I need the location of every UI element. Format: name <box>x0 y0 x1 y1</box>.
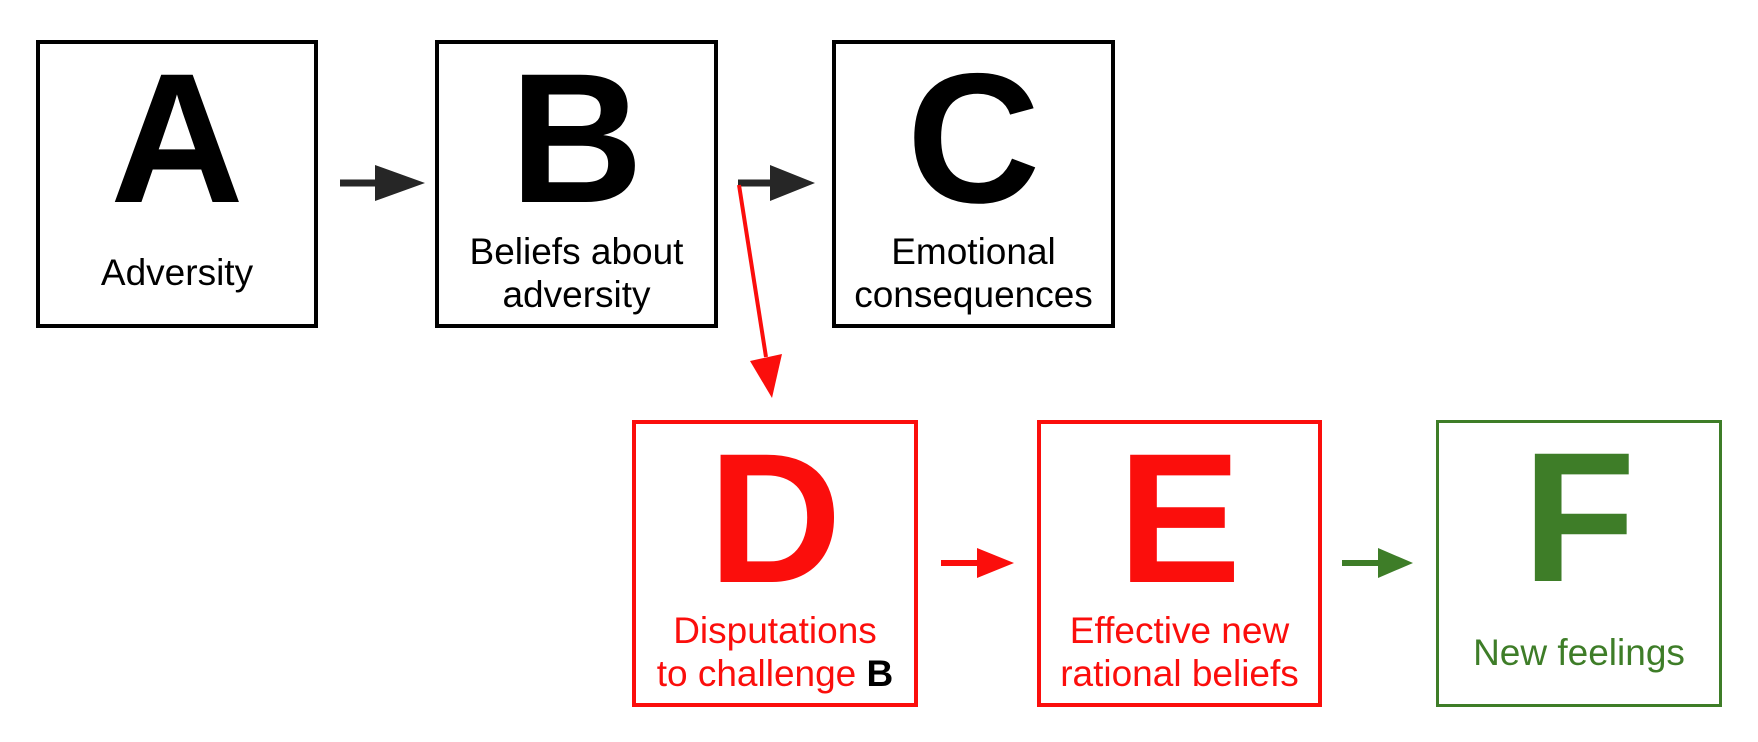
box-c-consequences: C Emotional consequences <box>832 40 1115 328</box>
arrow-head <box>977 548 1014 578</box>
box-e-effective-beliefs: E Effective new rational beliefs <box>1037 420 1322 707</box>
arrow-shaft <box>737 184 768 358</box>
label-line: consequences <box>854 274 1093 315</box>
arrow-a-to-b <box>340 165 425 201</box>
box-b-beliefs: B Beliefs about adversity <box>435 40 718 328</box>
label-line: adversity <box>502 274 651 315</box>
arrow-head <box>770 165 815 201</box>
label-line: Disputations <box>673 610 877 651</box>
label-line: Beliefs about <box>469 231 684 272</box>
box-f-label: New feelings <box>1473 632 1685 673</box>
arrow-head <box>375 165 425 201</box>
arrow-head <box>1378 548 1413 578</box>
box-c-label: Emotional consequences <box>836 230 1111 316</box>
label-line-text: to challenge <box>656 653 867 694</box>
box-a-letter: A <box>110 35 244 242</box>
box-b-label: Beliefs about adversity <box>439 230 714 316</box>
box-d-letter: D <box>708 415 842 622</box>
label-line: Emotional <box>891 231 1056 272</box>
box-f-new-feelings: F New feelings <box>1436 420 1722 707</box>
box-f-letter: F <box>1522 414 1636 621</box>
box-a-label: Adversity <box>100 252 254 293</box>
box-e-label: Effective new rational beliefs <box>1041 609 1318 695</box>
label-line: to challenge B <box>636 652 914 695</box>
box-d-label: Disputations to challenge B <box>636 609 914 695</box>
box-d-disputations: D Disputations to challenge B <box>632 420 918 707</box>
arrow-b-to-d <box>737 184 782 398</box>
label-line: rational beliefs <box>1060 653 1299 694</box>
label-line: Effective new <box>1069 610 1290 651</box>
arrow-b-to-c <box>738 165 815 201</box>
box-b-letter: B <box>509 35 644 242</box>
arrow-e-to-f <box>1342 548 1413 578</box>
label-b-reference: B <box>866 653 894 694</box>
arrow-d-to-e <box>941 548 1014 578</box>
box-e-letter: E <box>1117 415 1242 622</box>
box-c-letter: C <box>906 35 1041 242</box>
box-a-adversity: A Adversity <box>36 40 318 328</box>
arrow-head <box>750 354 782 398</box>
